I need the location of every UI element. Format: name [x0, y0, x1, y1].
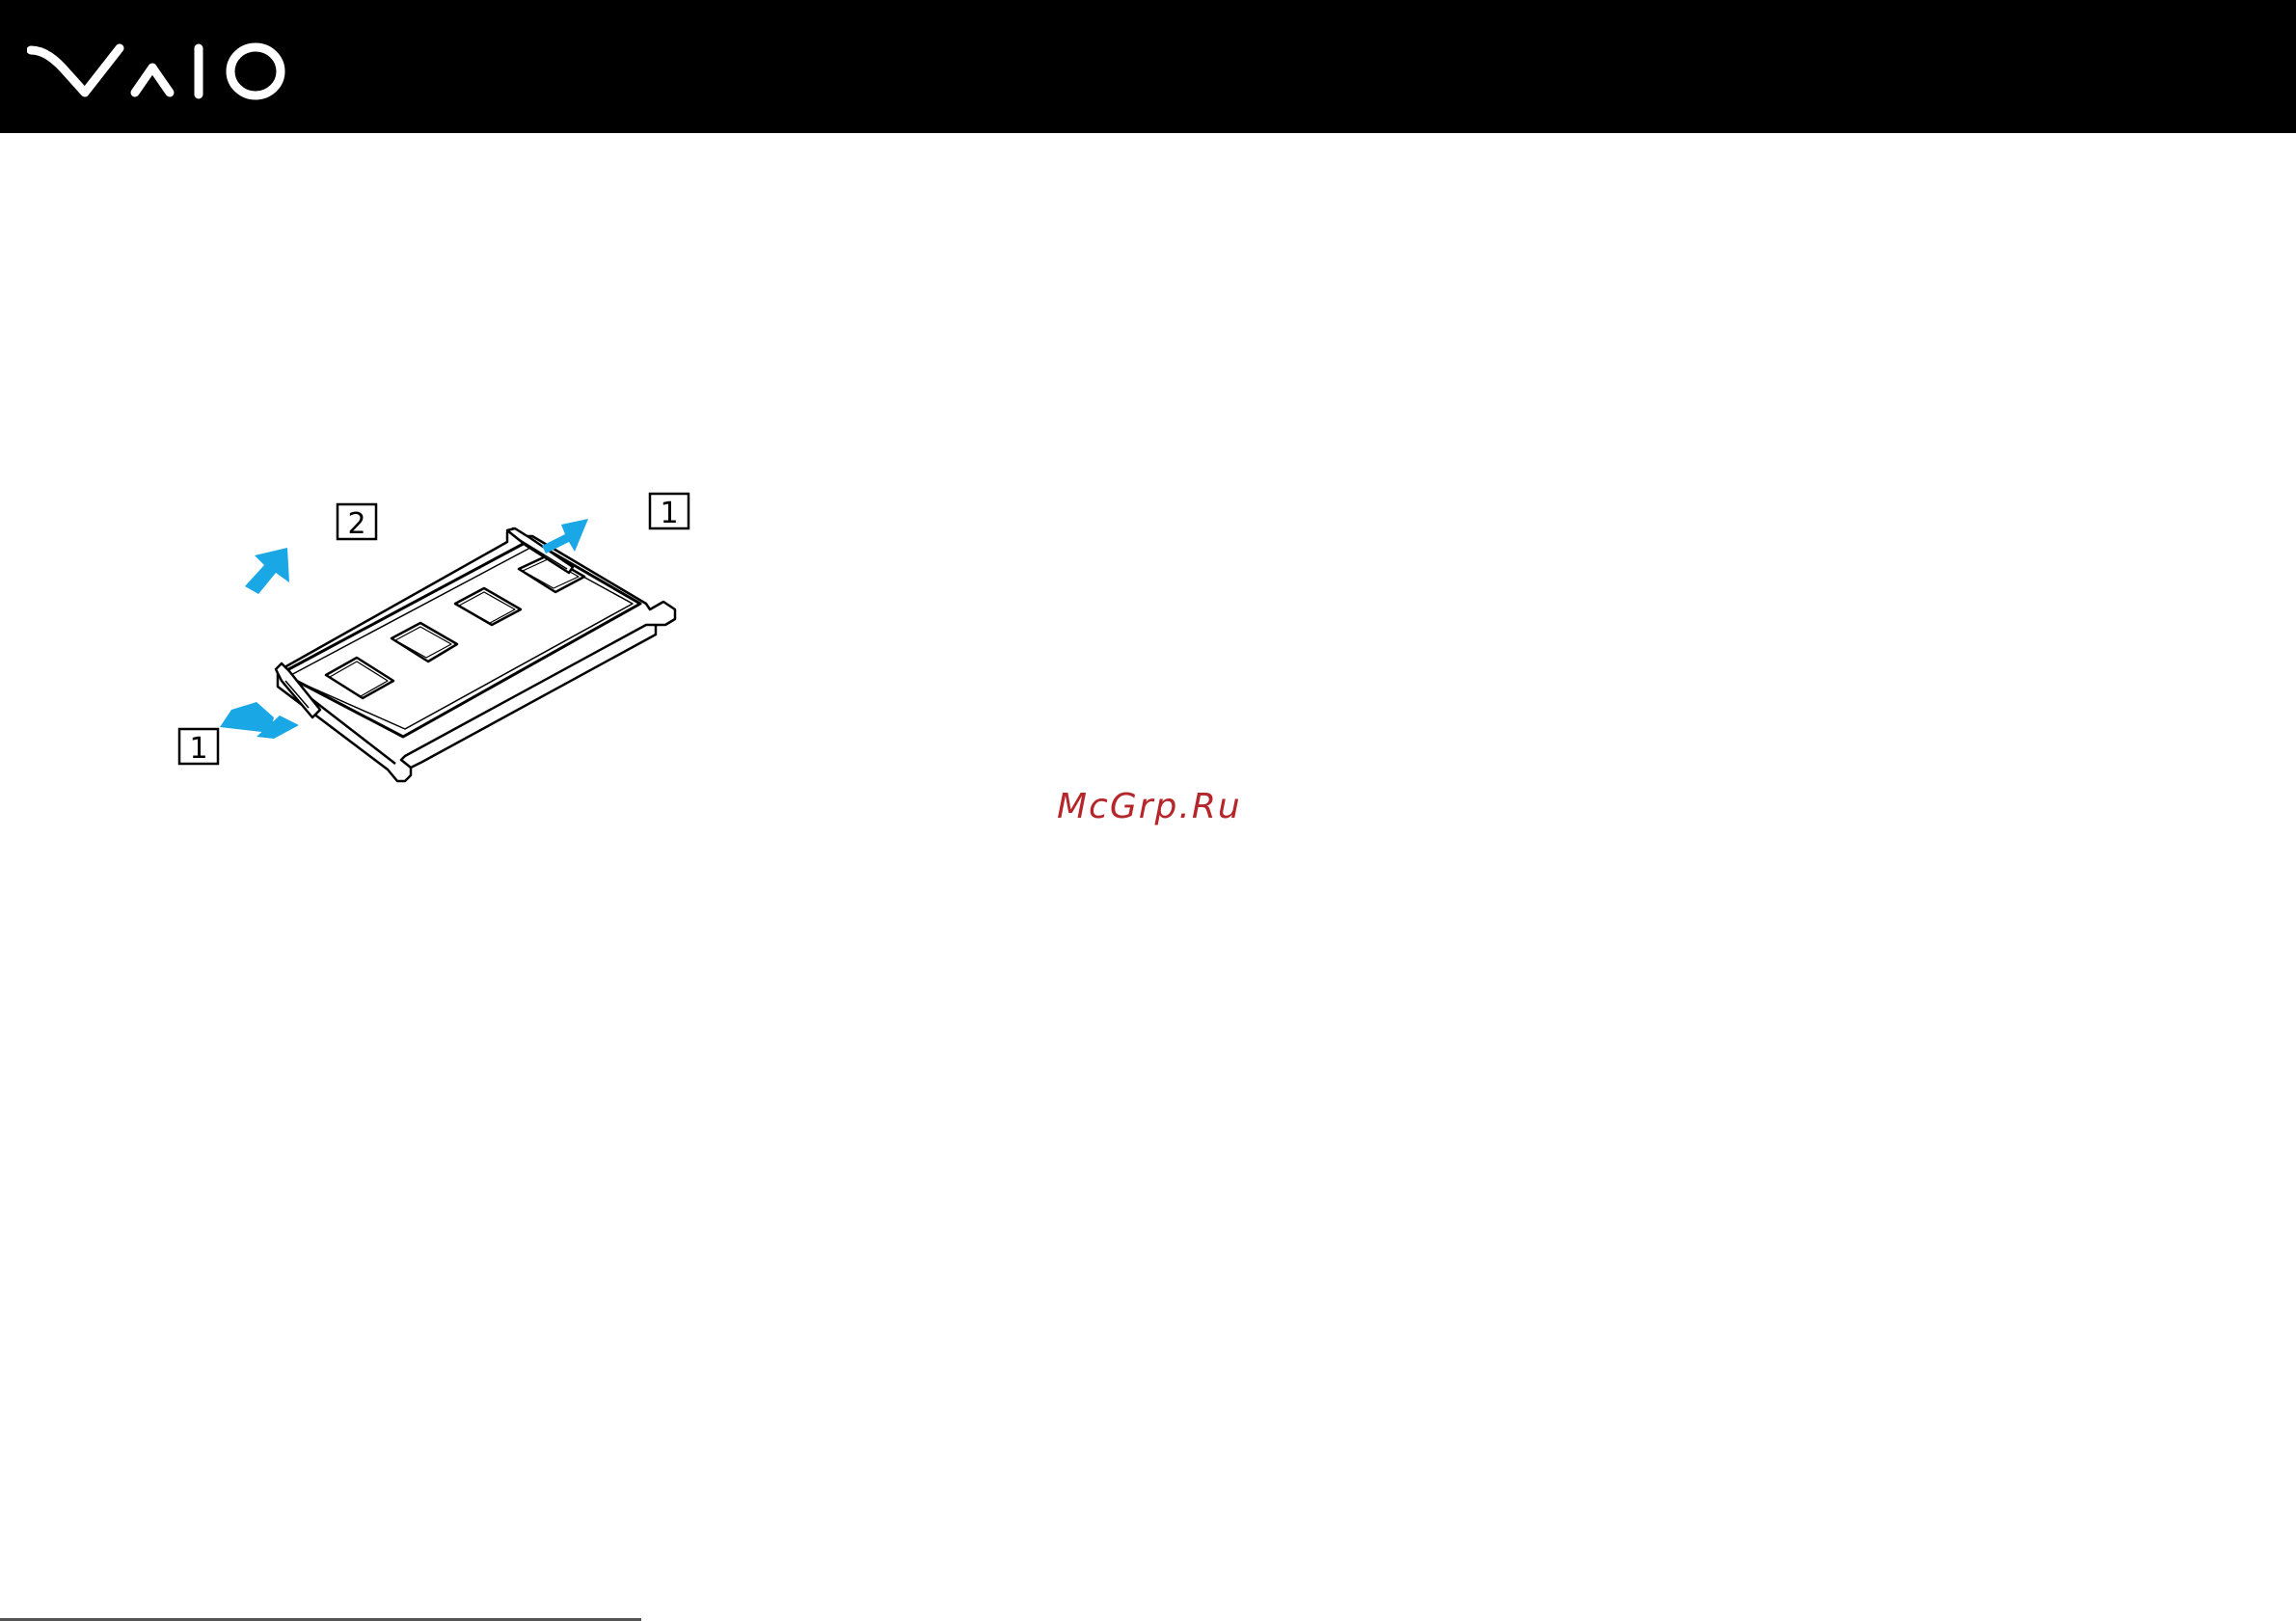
- vaio-logo: [27, 35, 287, 102]
- release-right-arrow: [542, 519, 588, 554]
- callout-2: 2: [338, 504, 376, 541]
- callout-1-left-label: 1: [189, 732, 207, 766]
- watermark-text: McGrp.Ru: [1057, 787, 1242, 826]
- remove-module-arrow: [245, 548, 289, 594]
- callout-1-right-label: 1: [660, 497, 678, 530]
- memory-module-diagram: 1 2 1: [164, 480, 704, 798]
- callout-1-left: 1: [179, 729, 218, 766]
- header-bar: [0, 0, 2296, 133]
- memory-module-removal-illustration: 1 2 1: [164, 480, 704, 798]
- vaio-logo-mark: [27, 35, 287, 102]
- callout-1-right: 1: [650, 494, 689, 530]
- release-left-arrow-head: [220, 702, 274, 733]
- callout-2-label: 2: [347, 507, 365, 541]
